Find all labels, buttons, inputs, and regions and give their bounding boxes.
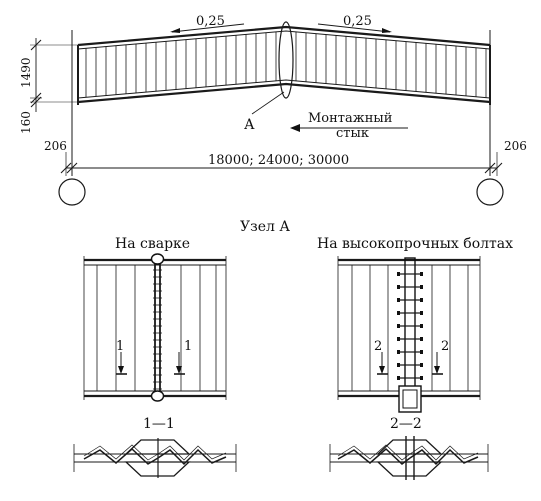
axis-circle-right bbox=[476, 178, 504, 206]
slope-right-label: 0,25 bbox=[343, 14, 372, 29]
joint-arrow bbox=[290, 124, 408, 132]
top-chord bbox=[77, 25, 491, 47]
weld-mark-left: 1 bbox=[116, 339, 124, 354]
slope-left-label: 0,25 bbox=[196, 14, 225, 29]
weld-title: На сварке bbox=[115, 236, 190, 252]
splice-ellipse bbox=[278, 21, 294, 99]
span-label: 18000; 24000; 30000 bbox=[208, 153, 349, 168]
bolt-detail bbox=[337, 256, 481, 413]
weld-mark-right: 1 bbox=[184, 339, 192, 354]
joint-label-2: стык bbox=[336, 126, 369, 141]
axis-circle-left bbox=[58, 178, 86, 206]
section-bolt-caption: 2—2 bbox=[390, 416, 422, 432]
bolt-mark-right: 2 bbox=[441, 339, 449, 354]
offset-right-label: 206 bbox=[504, 139, 527, 153]
height-end-label: 160 bbox=[19, 111, 33, 134]
web-stiffeners bbox=[85, 31, 487, 98]
height-mid-label: 1490 bbox=[19, 57, 33, 88]
joint-label-1: Монтажный bbox=[308, 111, 392, 126]
main-beam bbox=[71, 21, 491, 176]
bolt-mark-left: 2 bbox=[374, 339, 382, 354]
section-weld-caption: 1—1 bbox=[143, 416, 175, 432]
slope-left-arrow bbox=[170, 23, 245, 33]
point-a-label: А bbox=[244, 117, 255, 133]
offset-left-label: 206 bbox=[44, 139, 67, 153]
section-weld bbox=[73, 438, 237, 478]
slope-right-arrow bbox=[317, 23, 392, 33]
height-dimension bbox=[30, 38, 78, 112]
weld-detail bbox=[83, 253, 227, 402]
bolt-title: На высокопрочных болтах bbox=[317, 236, 513, 252]
node-title: Узел А bbox=[240, 219, 290, 235]
section-bolt bbox=[329, 436, 489, 480]
span-dimension bbox=[60, 152, 503, 176]
bottom-chord bbox=[77, 82, 491, 104]
